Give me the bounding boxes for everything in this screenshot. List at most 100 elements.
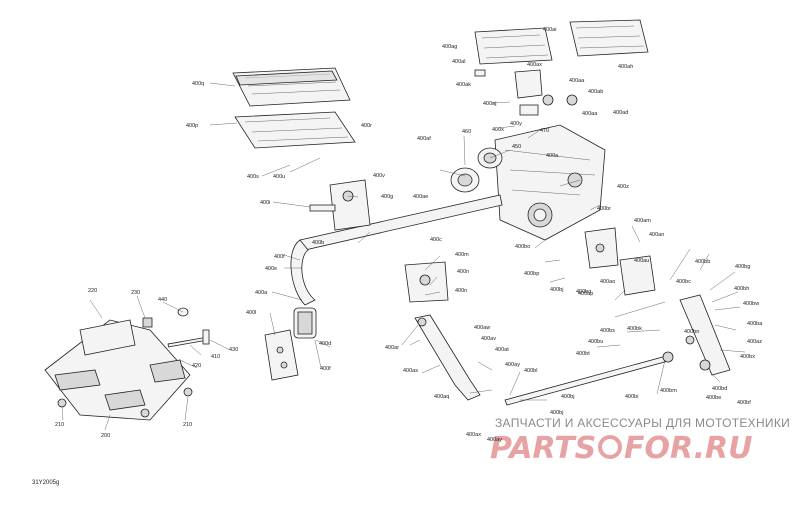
- label-400bn: 400bn: [684, 329, 699, 335]
- watermark-logo: PARTS FOR.RU: [490, 431, 753, 466]
- label-400g: 400g: [381, 194, 393, 200]
- label-400ah: 400ah: [618, 64, 633, 70]
- diagram-code: 31Y2005g: [32, 480, 59, 486]
- label-470: 470: [540, 128, 549, 134]
- mount-bracket-400n: [404, 261, 449, 303]
- label-400a-top: 400a: [546, 153, 559, 159]
- label-400ae: 400ae: [413, 194, 428, 200]
- label-400f-top: 400f: [274, 254, 285, 260]
- label-400bj-3: 400bj: [561, 394, 574, 400]
- label-450: 450: [512, 144, 521, 150]
- label-400bt: 400bt: [576, 351, 590, 357]
- bracket-400au: [584, 227, 619, 269]
- label-400bs: 400bs: [600, 328, 615, 334]
- label-400a: 400a: [255, 290, 268, 296]
- label-210-b: 210: [183, 422, 192, 428]
- label-400b: 400b: [312, 240, 324, 246]
- label-400ay: 400ay: [505, 362, 520, 368]
- bracket-small-top: [474, 69, 578, 116]
- label-400bo: 400bo: [515, 244, 530, 250]
- label-400ap: 400ap: [578, 291, 593, 297]
- label-460: 460: [462, 129, 471, 135]
- label-400bf: 400bf: [737, 400, 751, 406]
- label-400ab: 400ab: [588, 89, 603, 95]
- label-400bh: 400bh: [734, 286, 749, 292]
- footrest-base-right: [569, 19, 649, 57]
- footrest-pad-upper: [232, 67, 351, 107]
- label-440: 440: [158, 297, 167, 303]
- label-400bb: 400bb: [695, 259, 710, 265]
- label-400al: 400al: [452, 59, 465, 65]
- label-400s: 400s: [247, 174, 259, 180]
- bushing-460: [450, 167, 480, 193]
- label-400ak: 400ak: [456, 82, 471, 88]
- label-410: 410: [211, 354, 220, 360]
- label-400aj: 400aj: [483, 101, 496, 107]
- damper-400d: [293, 307, 317, 339]
- label-400bj: 400bj: [550, 287, 563, 293]
- label-400p: 400p: [186, 123, 198, 129]
- label-400l: 400l: [246, 310, 256, 316]
- label-400m: 400m: [455, 252, 469, 258]
- label-400d: 400d: [319, 341, 331, 347]
- linkage-rod: [504, 351, 674, 406]
- bolt-210-b: [140, 408, 150, 418]
- watermark-tagline: ЗАПЧАСТИ И АКСЕССУАРЫ ДЛЯ МОТОТЕХНИКИ: [495, 416, 790, 430]
- label-400af: 400af: [417, 136, 431, 142]
- label-400bc: 400bc: [676, 279, 691, 285]
- label-400az: 400az: [747, 339, 762, 345]
- bolt-410: [167, 336, 207, 348]
- label-400q: 400q: [192, 81, 204, 87]
- label-400c: 400c: [430, 237, 442, 243]
- label-400e: 400e: [265, 266, 277, 272]
- label-400an: 400an: [649, 232, 664, 238]
- label-210-a: 210: [55, 422, 64, 428]
- label-400ao: 400ao: [600, 279, 615, 285]
- arm-400bd: [679, 294, 731, 376]
- label-400ar: 400ar: [385, 345, 399, 351]
- label-400as: 400as: [403, 368, 418, 374]
- label-400au: 400au: [634, 258, 649, 264]
- frame-main-assembly: [494, 124, 606, 241]
- label-400n: 400n: [455, 288, 467, 294]
- label-400br: 400br: [597, 206, 611, 212]
- label-400aq: 400aq: [434, 394, 449, 400]
- label-220: 220: [88, 288, 97, 294]
- label-400z: 400z: [617, 184, 629, 190]
- label-400u: 400u: [273, 174, 285, 180]
- label-400bq: 400bq: [576, 289, 591, 295]
- footrest-pad-right: [474, 27, 553, 65]
- frame-tube-long: [290, 194, 503, 306]
- label-400aa: 400aa: [569, 78, 585, 84]
- label-200: 200: [101, 433, 110, 439]
- label-400bd: 400bd: [712, 386, 727, 392]
- label-430: 430: [229, 347, 238, 353]
- watermark-gear-icon: [598, 435, 622, 459]
- label-400aw: 400aw: [474, 325, 490, 331]
- label-400y: 400y: [510, 121, 522, 127]
- label-400v: 400v: [373, 173, 385, 179]
- skid-plate-200: [44, 319, 191, 421]
- label-400ba: 400ba: [747, 321, 763, 327]
- label-400av: 400av: [481, 336, 496, 342]
- label-400be: 400be: [706, 395, 721, 401]
- label-400bg: 400bg: [735, 264, 750, 270]
- bolt-210-a: [57, 398, 67, 408]
- watermark-logo-right: FOR.RU: [624, 431, 753, 466]
- label-230: 230: [131, 290, 140, 296]
- label-400bw: 400bw: [743, 301, 759, 307]
- footrest-base-upper: [234, 111, 356, 149]
- label-420: 420: [192, 363, 201, 369]
- label-400bm: 400bm: [660, 388, 677, 394]
- label-400x: 400x: [492, 127, 504, 133]
- plate-400l: [264, 329, 299, 381]
- label-400bj-2: 400bj: [550, 410, 563, 416]
- label-400i: 400i: [260, 200, 270, 206]
- bracket-400ao: [619, 255, 656, 296]
- label-400ag: 400ag: [442, 44, 457, 50]
- bolt-210-c: [183, 387, 193, 397]
- label-400r: 400r: [361, 123, 372, 129]
- bolt-430: [202, 329, 210, 345]
- clip-230: [142, 317, 153, 328]
